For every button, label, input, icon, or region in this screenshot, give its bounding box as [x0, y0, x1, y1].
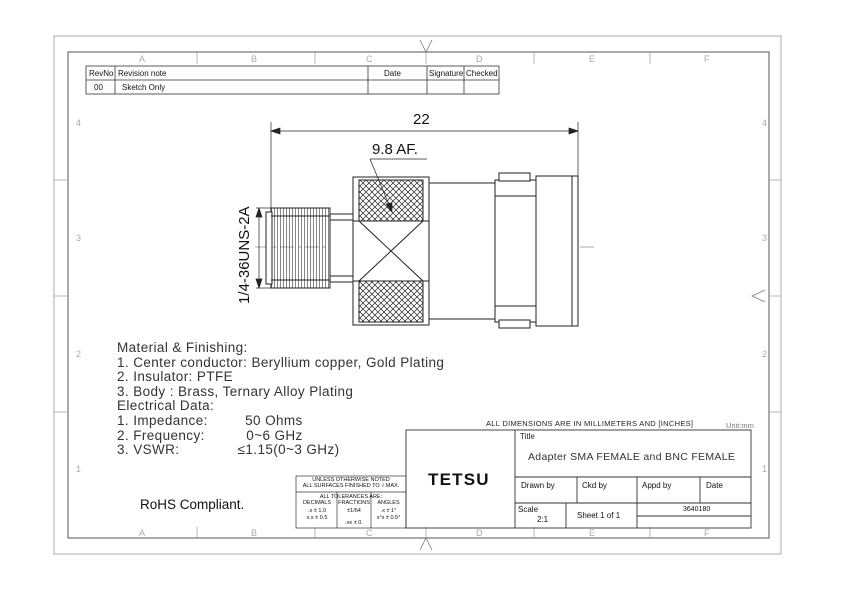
tol-decimal-1: .x ± 1.0	[308, 508, 326, 514]
dim-hex-label: 9.8 AF.	[372, 141, 418, 158]
tol-col-decimals: DECIMALS	[302, 500, 332, 506]
grid-col-b-top: B	[251, 54, 258, 64]
note-line-3: 2. Insulator: PTFE	[117, 369, 233, 385]
rev-header-checked: Checked	[466, 69, 498, 78]
hex-leader	[369, 158, 427, 214]
sma-thread	[270, 207, 331, 289]
tol-header-1: UNLESS OTHERWISE NOTED	[312, 477, 390, 483]
rohs-label: RoHS Compliant.	[140, 497, 245, 512]
grid-row-1-right: 1	[762, 464, 768, 474]
rev-header-revno: RevNo	[89, 69, 114, 78]
ckd-by-label: Ckd by	[582, 481, 607, 490]
drawing-title: Adapter SMA FEMALE and BNC FEMALE	[528, 451, 736, 463]
bnc-body	[428, 182, 496, 320]
grid-row-4-right: 4	[762, 118, 768, 128]
note-line-1: Material & Finishing:	[117, 340, 248, 355]
tol-angle-1: .x ± 1°	[380, 508, 397, 514]
sma-neck	[329, 213, 354, 283]
outer-border	[53, 35, 782, 555]
grid-col-f-bottom: F	[704, 528, 710, 538]
sheet-number: Sheet 1 of 1	[577, 511, 621, 520]
title-label: Title	[520, 432, 535, 441]
note-line-5: Electrical Data:	[117, 398, 215, 414]
grid-col-b-bottom: B	[251, 528, 258, 538]
part-number: 3640180	[683, 506, 711, 513]
tol-header-3: ALL TOLERANCES ARE:	[319, 494, 383, 500]
title-block-grid	[405, 429, 752, 529]
rev-row-note: Sketch Only	[122, 83, 166, 92]
rev-row-revno: 00	[94, 83, 103, 92]
grid-row-4-left: 4	[76, 118, 82, 128]
centering-mark-bottom	[419, 537, 433, 551]
grid-col-e-top: E	[589, 54, 596, 64]
grid-col-d-bottom: D	[476, 528, 483, 538]
grid-row-2-right: 2	[762, 349, 768, 359]
tol-angle-2: x°x ± 0.5°	[376, 515, 401, 521]
drawn-by-label: Drawn by	[521, 481, 555, 490]
date-label: Date	[706, 481, 723, 490]
grid-col-c-top: C	[366, 54, 373, 64]
grid-col-a-bottom: A	[139, 528, 146, 538]
zone-ticks	[54, 52, 781, 538]
rev-header-date: Date	[384, 69, 401, 78]
grid-col-c-bottom: C	[366, 528, 373, 538]
connector-drawing	[265, 172, 579, 329]
tol-col-fractions: FRACTIONS	[338, 500, 370, 506]
notes-block: Material & Finishing: 1. Center conducto…	[117, 340, 445, 458]
grid-row-2-left: 2	[76, 349, 82, 359]
dim-overall-length-label: 22	[413, 111, 430, 128]
note-line-2: 1. Center conductor: Beryllium copper, G…	[117, 354, 445, 370]
grid-row-3-right: 3	[762, 233, 768, 243]
tolerance-grid	[295, 475, 407, 529]
centering-mark-top	[419, 39, 433, 53]
tol-col-angles: ANGLES	[377, 500, 400, 506]
tol-fraction-1: ±1/64	[347, 508, 361, 514]
revision-table-grid	[85, 65, 500, 95]
tol-header-2: ALL SURFACES FINISHED TO √ MAX.	[302, 483, 400, 489]
rev-header-note: Revision note	[118, 69, 167, 78]
tol-decimal-2: x.x ± 0.5	[306, 515, 328, 521]
dim-thread-label: 1/4-36UNS-2A	[236, 206, 253, 304]
grid-col-f-top: F	[704, 54, 710, 64]
inner-border	[67, 51, 770, 539]
grid-col-d-top: D	[476, 54, 483, 64]
grid-col-e-bottom: E	[589, 528, 596, 538]
bnc-front	[535, 175, 579, 327]
dimension-overall-length	[269, 122, 580, 208]
thread-dimension	[255, 206, 271, 290]
unit-label: Unit:mm	[726, 421, 754, 430]
appd-by-label: Appd by	[642, 481, 672, 490]
note-line-8: 3. VSWR: ≤1.15(0~3 GHz)	[117, 442, 340, 458]
grid-row-1-left: 1	[76, 464, 82, 474]
company-logo: TETSU	[428, 470, 490, 489]
grid-col-a-top: A	[139, 54, 146, 64]
grid-row-3-left: 3	[76, 233, 82, 243]
tol-fraction-2: .xx ± 0.	[345, 520, 363, 526]
scale-label: Scale	[518, 505, 539, 514]
note-line-6: 1. Impedance: 50 Ohms	[117, 412, 303, 428]
scale-value: 2:1	[537, 515, 549, 524]
note-line-7: 2. Frequency: 0~6 GHz	[117, 427, 303, 443]
rev-header-signature: Signature	[429, 69, 464, 78]
centering-mark-right	[751, 289, 766, 303]
note-line-4: 3. Body : Brass, Ternary Alloy Plating	[117, 383, 354, 399]
dimensions-note: ALL DIMENSIONS ARE IN MILLIMETERS AND [I…	[486, 419, 694, 428]
